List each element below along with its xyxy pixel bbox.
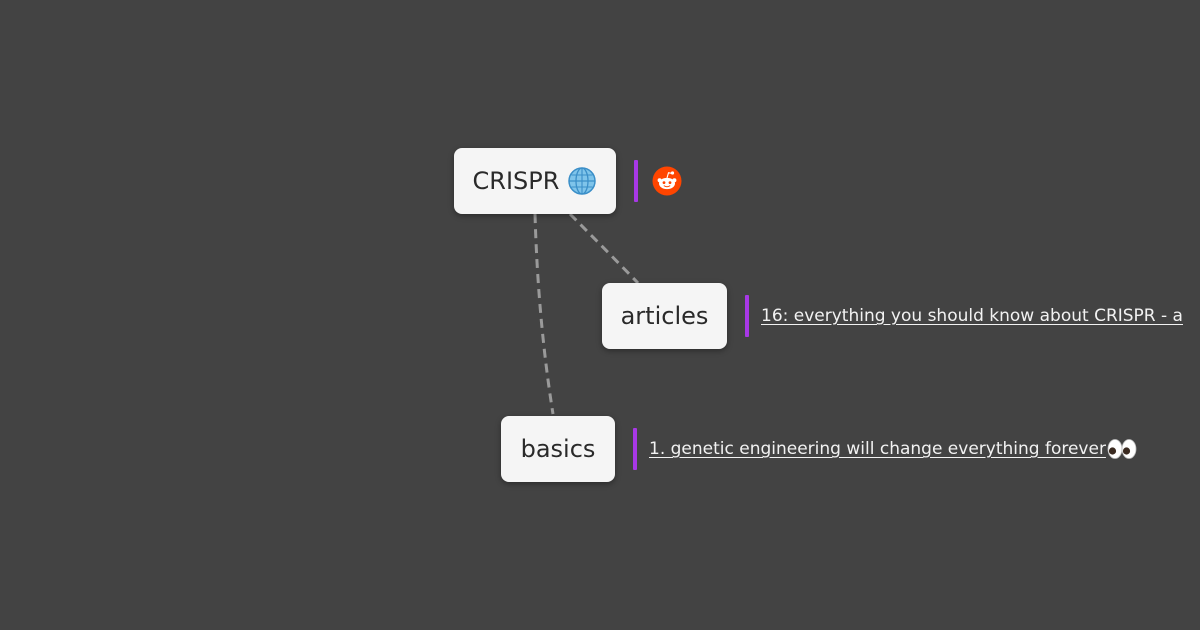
root-attachment <box>634 160 682 202</box>
node-basics-label: basics <box>520 435 596 463</box>
articles-attachment: 16: everything you should know about CRI… <box>745 295 1183 337</box>
basics-link-text: 1. genetic engineering will change every… <box>649 439 1106 459</box>
node-articles[interactable]: articles <box>602 283 727 349</box>
node-crispr-label: CRISPR <box>472 167 560 195</box>
accent-bar <box>745 295 749 337</box>
articles-link[interactable]: 16: everything you should know about CRI… <box>761 306 1183 326</box>
accent-bar <box>634 160 638 202</box>
edge-root-basics <box>533 213 555 415</box>
eyes-icon <box>1107 439 1137 459</box>
node-basics[interactable]: basics <box>501 416 615 482</box>
accent-bar <box>633 428 637 470</box>
basics-attachment: 1. genetic engineering will change every… <box>633 428 1137 470</box>
edge-root-articles <box>568 212 640 285</box>
node-articles-label: articles <box>620 302 709 330</box>
basics-link[interactable]: 1. genetic engineering will change every… <box>649 439 1106 459</box>
reddit-icon[interactable] <box>652 166 682 196</box>
globe-icon <box>568 167 597 195</box>
node-crispr[interactable]: CRISPR <box>454 148 616 214</box>
